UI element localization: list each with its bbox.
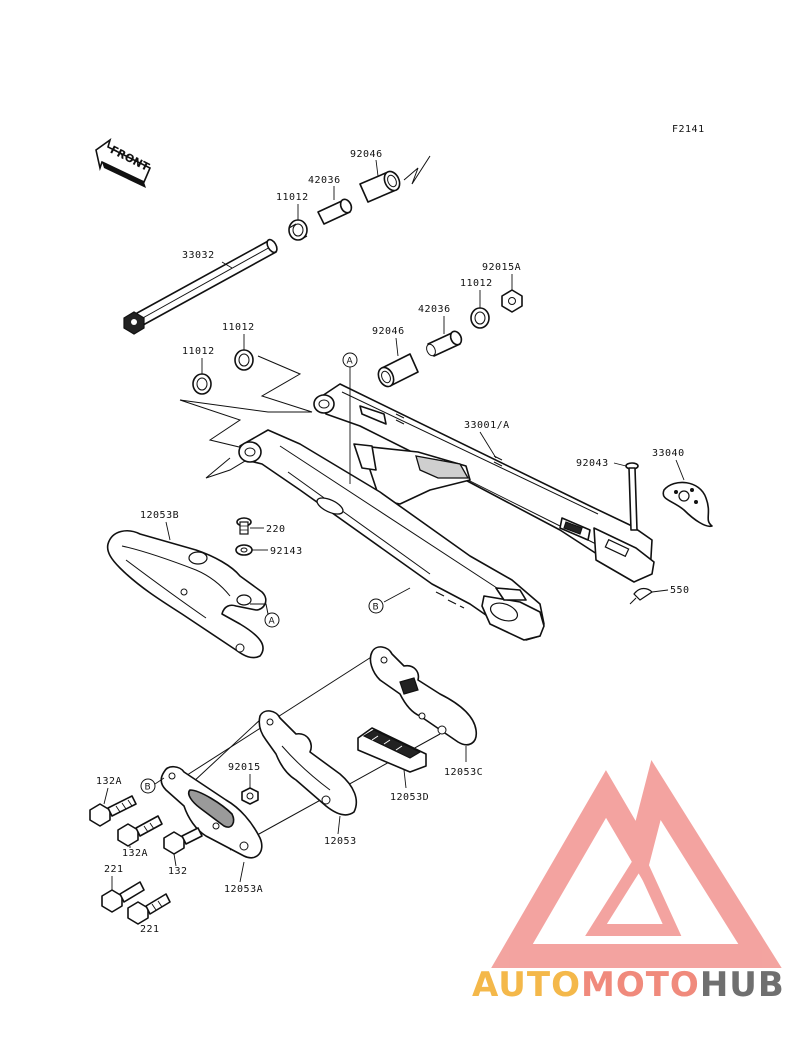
label-12053a: 12053A <box>224 884 263 895</box>
callout-a-top-label: A <box>347 357 354 367</box>
label-42036-right: 42036 <box>418 304 451 315</box>
label-11012-top: 11012 <box>276 192 309 203</box>
seal-11012-top <box>288 219 308 241</box>
guard-12053b <box>106 530 267 659</box>
watermark-text: AUTOMOTOHUB <box>472 965 785 1005</box>
seal-11012-left-upper <box>234 349 254 371</box>
label-92043: 92043 <box>576 458 609 469</box>
callout-b-lower <box>140 778 156 794</box>
watermark-moto: MOTO <box>581 965 700 1005</box>
callout-a-lower <box>264 612 280 628</box>
washer-92143 <box>235 544 253 556</box>
seal-11012-right <box>470 307 490 329</box>
assembly-guide-lines <box>179 355 313 479</box>
adjuster-33040 <box>662 481 713 528</box>
label-12053: 12053 <box>324 836 357 847</box>
bolt-132a-upper <box>89 795 137 827</box>
watermark-auto: AUTO <box>472 965 581 1005</box>
guide-12053c <box>369 646 478 746</box>
label-11012-left-lower: 11012 <box>182 346 215 357</box>
sleeve-42036-top <box>317 198 353 225</box>
figure-code: F2141 <box>672 124 705 135</box>
label-220: 220 <box>266 524 286 535</box>
label-221-lower: 221 <box>140 924 160 935</box>
seal-11012-left-lower <box>192 373 212 395</box>
label-92143: 92143 <box>270 546 303 557</box>
label-42036-top: 42036 <box>308 175 341 186</box>
nut-92015 <box>241 787 259 805</box>
callout-b-arm-label: B <box>373 603 379 613</box>
bolt-220 <box>236 517 252 535</box>
label-33032: 33032 <box>182 250 215 261</box>
label-12053c: 12053C <box>444 767 483 778</box>
label-550: 550 <box>670 585 690 596</box>
label-12053b: 12053B <box>140 510 179 521</box>
label-92015: 92015 <box>228 762 261 773</box>
guide-12053a <box>160 765 263 859</box>
label-132: 132 <box>168 866 188 877</box>
label-33001a: 33001/A <box>464 420 510 431</box>
cotter-550 <box>629 587 653 605</box>
bolt-132 <box>163 827 203 855</box>
label-132a-upper: 132A <box>96 776 122 787</box>
slider-12053d <box>357 727 427 773</box>
swingarm-33001a <box>238 383 655 641</box>
guide-12053 <box>258 710 358 816</box>
bolt-221-lower <box>127 893 171 925</box>
automotohub-logo <box>491 759 782 968</box>
label-221-upper: 221 <box>104 864 124 875</box>
label-92046-top: 92046 <box>350 149 383 160</box>
label-11012-left-upper: 11012 <box>222 322 255 333</box>
label-92015a: 92015A <box>482 262 521 273</box>
label-132a-lower: 132A <box>122 848 148 859</box>
bearing-92046-top <box>359 170 401 203</box>
bearing-92046-right <box>377 353 419 388</box>
label-11012-right: 11012 <box>460 278 493 289</box>
label-33040: 33040 <box>652 448 685 459</box>
sleeve-42036-right <box>426 330 463 357</box>
front-arrow-icon: FRONT <box>95 138 152 188</box>
callout-a-lower-label: A <box>269 617 276 627</box>
callout-b-lower-label: B <box>145 783 151 793</box>
label-92046-right: 92046 <box>372 326 405 337</box>
pivot-axle <box>123 238 278 335</box>
bolt-132a-lower <box>117 815 163 847</box>
pin-92043 <box>625 462 639 531</box>
nut-92015a <box>501 289 523 313</box>
watermark-hub: HUB <box>700 965 785 1005</box>
callout-b-arm <box>368 598 384 614</box>
callout-a-top <box>342 352 358 368</box>
label-12053d: 12053D <box>390 792 429 803</box>
